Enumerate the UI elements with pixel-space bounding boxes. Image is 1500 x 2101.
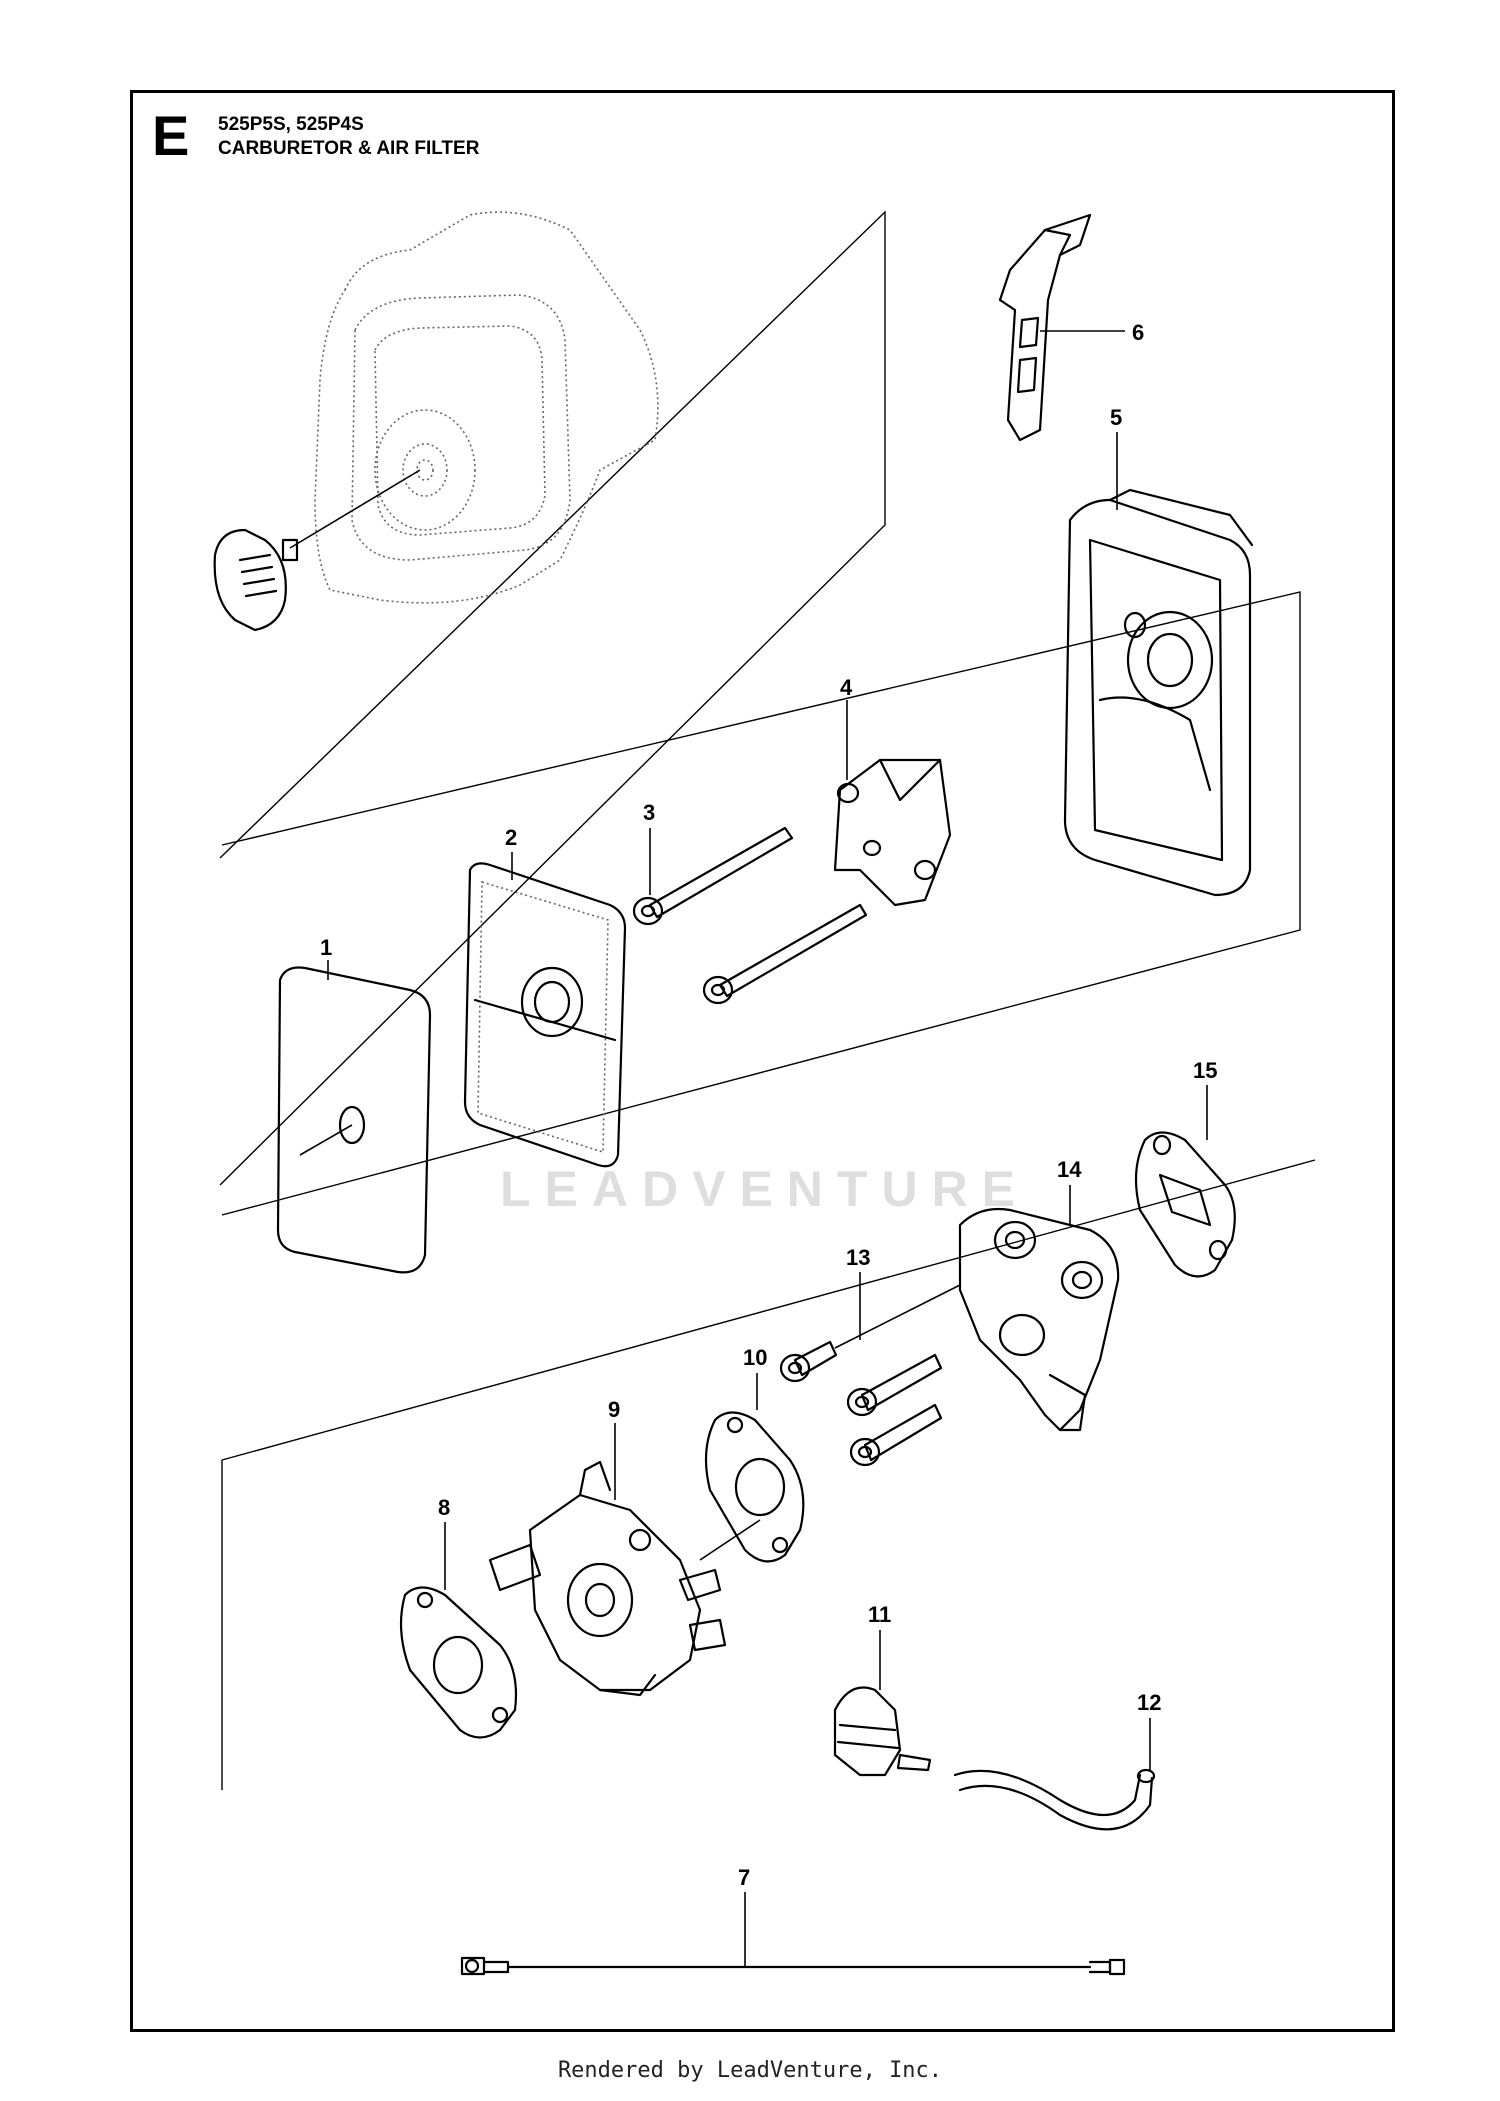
- callout-8: 8: [438, 1495, 450, 1520]
- callout-2: 2: [505, 825, 517, 850]
- part-1-filter-element: [276, 966, 432, 1274]
- part-15-insulator-gasket: [1134, 1131, 1236, 1278]
- part-12-fuel-hose: [953, 1768, 1156, 1831]
- callout-12: 12: [1137, 1690, 1161, 1715]
- part-11-primer-bulb: [833, 1686, 932, 1777]
- filter-plane-outline: [221, 591, 1301, 1216]
- callout-3: 3: [643, 800, 655, 825]
- callout-14: 14: [1057, 1157, 1082, 1182]
- carb-plane-outline: [221, 1159, 1316, 1461]
- callout-10: 10: [743, 1345, 767, 1370]
- footer-credit: Rendered by LeadVenture, Inc.: [557, 2058, 943, 2083]
- part-9-carburetor: [488, 1460, 727, 1697]
- leader-lines: [327, 330, 1208, 1966]
- callout-9: 9: [608, 1397, 620, 1422]
- part-6-choke-lever: [998, 213, 1092, 442]
- callout-15: 15: [1193, 1058, 1217, 1083]
- callout-5: 5: [1110, 405, 1122, 430]
- cover-knob: [213, 528, 299, 632]
- carb-axis: [699, 1519, 761, 1561]
- section-letter: E: [152, 104, 190, 167]
- part-8-gasket: [399, 1586, 518, 1739]
- part-13-screws: [779, 1340, 943, 1467]
- filter-cover: [314, 211, 659, 604]
- watermark-text: LEADVENTURE: [500, 1161, 1030, 1217]
- callout-4: 4: [840, 675, 853, 700]
- callout-11: 11: [868, 1602, 891, 1627]
- callout-7: 7: [738, 1865, 750, 1890]
- part-5-filter-housing: [1063, 488, 1254, 897]
- part-2-gasket: [463, 862, 627, 1168]
- screw-axis-1: [834, 1284, 961, 1349]
- model-numbers: 525P5S, 525P4S: [218, 114, 364, 135]
- part-4-bracket: [833, 758, 952, 907]
- callout-13: 13: [846, 1245, 870, 1270]
- diagram-frame: [130, 90, 1395, 2032]
- filter-axis: [299, 1124, 353, 1156]
- callout-1: 1: [320, 935, 332, 960]
- cover-knob-axis: [289, 469, 421, 549]
- part-10-carb-gasket: [704, 1411, 805, 1563]
- cover-plane-outline: [219, 210, 886, 1186]
- diagram-title: CARBURETOR & AIR FILTER: [218, 138, 480, 159]
- part-3-screws: [632, 826, 868, 1005]
- callout-6: 6: [1132, 320, 1144, 345]
- part-7-cable: [460, 1956, 1126, 1976]
- part-14-intake-adapter: [958, 1207, 1120, 1432]
